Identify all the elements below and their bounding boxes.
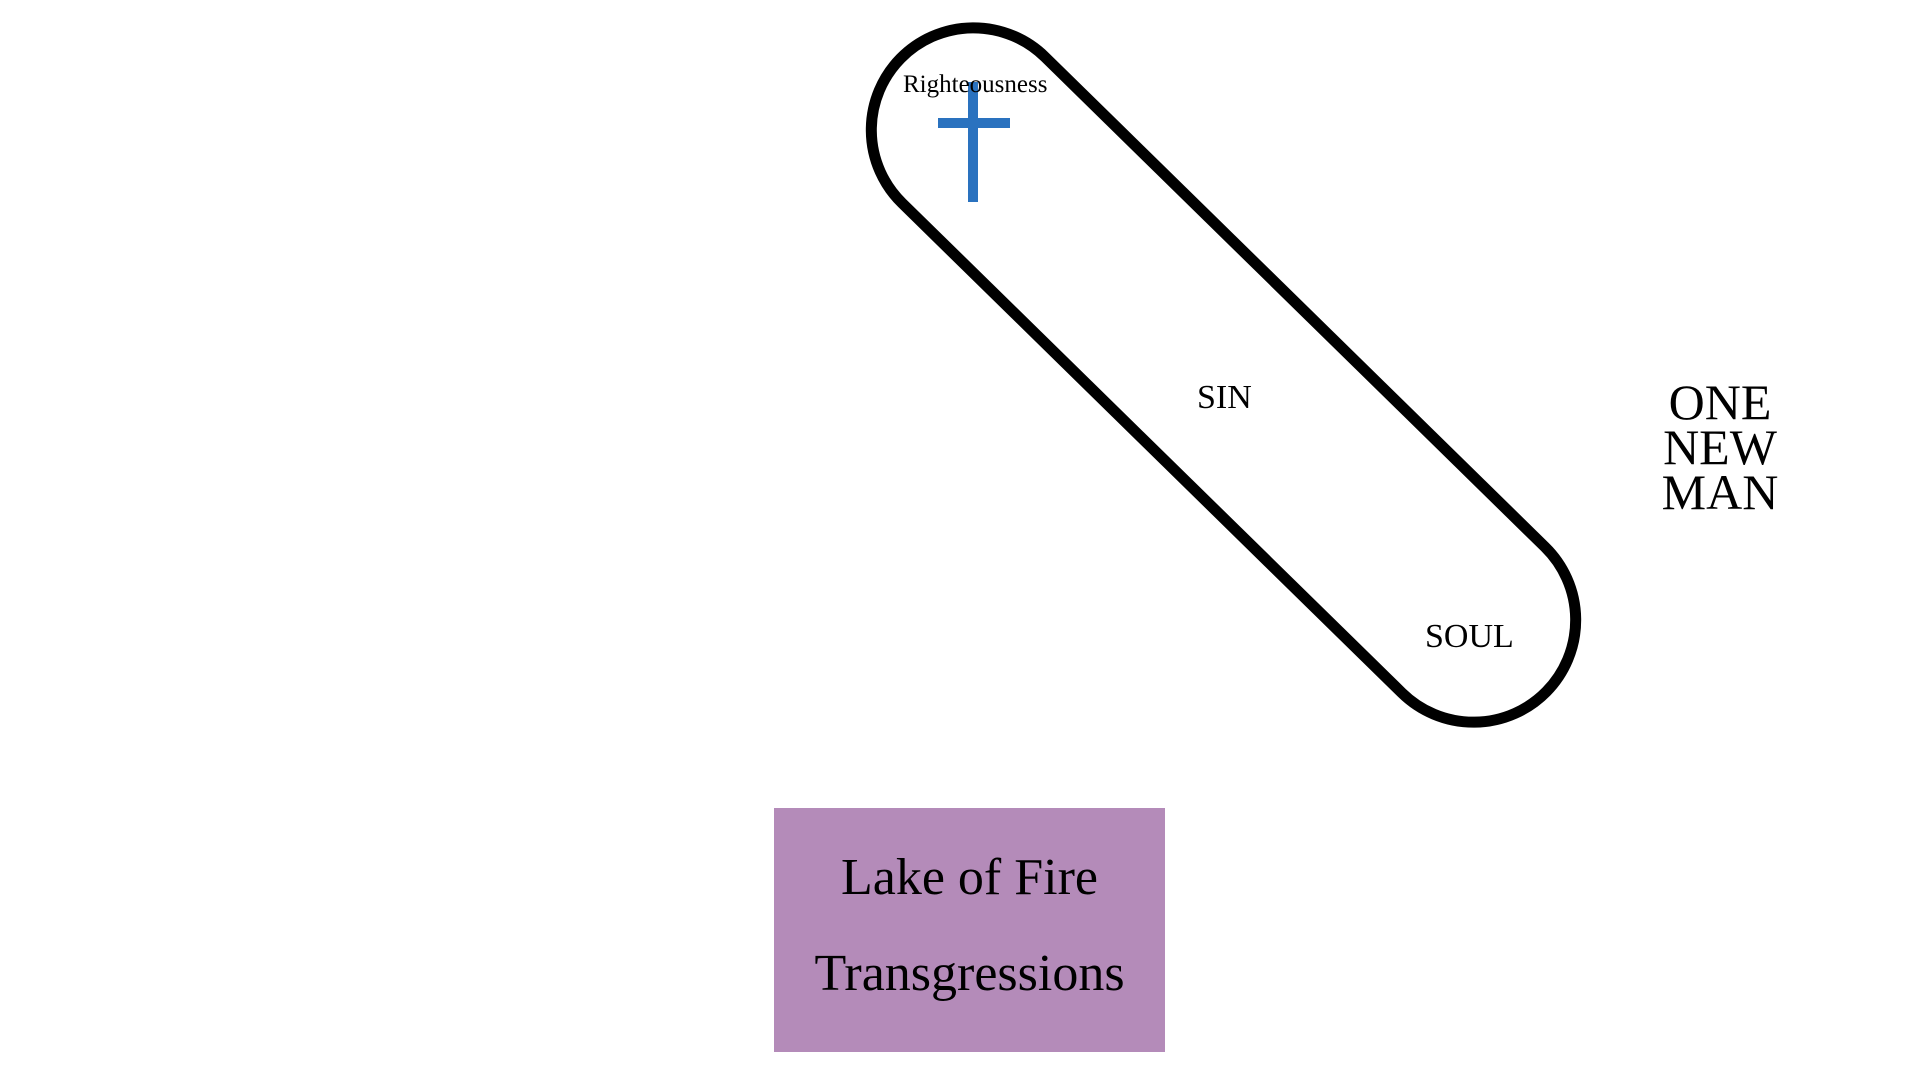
one-new-man-line: NEW [1663, 419, 1777, 475]
cross-icon [938, 82, 1010, 202]
capsule-outline [865, 22, 1582, 728]
one-new-man-line: ONE [1668, 374, 1772, 430]
lake-of-fire-box: Lake of Fire Transgressions [774, 808, 1165, 1052]
soul-label: SOUL [1425, 618, 1514, 655]
righteousness-label: Righteousness [903, 71, 1048, 98]
lake-of-fire-title: Lake of Fire [840, 849, 1098, 906]
sin-label: SIN [1197, 379, 1252, 416]
one-new-man-label: ONE NEW MAN [1640, 374, 1800, 520]
transgressions-label: Transgressions [814, 945, 1125, 1002]
one-new-man-line: MAN [1661, 464, 1779, 520]
